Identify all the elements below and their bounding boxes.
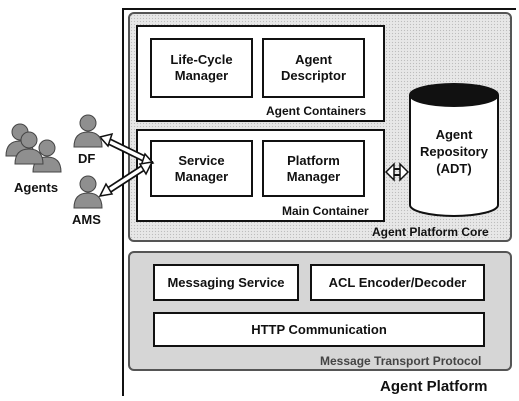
agent-platform-title: Agent Platform xyxy=(380,378,488,395)
repository-double-arrow xyxy=(384,162,410,182)
agent-platform-frame xyxy=(122,8,516,396)
agent-person-icon xyxy=(14,131,44,165)
agent-repository-label: Agent Repository (ADT) xyxy=(420,127,488,176)
messaging-service-box: Messaging Service xyxy=(153,264,299,301)
ams-person-icon xyxy=(73,175,103,209)
df-person-icon xyxy=(73,114,103,148)
life-cycle-manager-box: Life-Cycle Manager xyxy=(150,38,253,98)
agent-containers-title: Agent Containers xyxy=(266,104,367,118)
http-communication-box: HTTP Communication xyxy=(153,312,485,347)
df-double-arrow xyxy=(98,132,155,168)
acl-encoder-decoder-box: ACL Encoder/Decoder xyxy=(310,264,485,301)
agents-group-icon xyxy=(5,123,62,173)
main-container-title: Main Container xyxy=(282,204,369,218)
agent-descriptor-box: Agent Descriptor xyxy=(262,38,365,98)
agent-platform-core-title: Agent Platform Core xyxy=(372,225,489,239)
df-label: DF xyxy=(78,151,96,166)
agent-repository-cylinder xyxy=(409,83,499,217)
agents-label: Agents xyxy=(14,180,59,195)
ams-double-arrow xyxy=(98,161,154,197)
platform-manager-box: Platform Manager xyxy=(262,140,365,197)
service-manager-box: Service Manager xyxy=(150,140,253,197)
message-transport-protocol-title: Message Transport Protocol xyxy=(320,354,482,368)
ams-label: AMS xyxy=(72,212,101,227)
